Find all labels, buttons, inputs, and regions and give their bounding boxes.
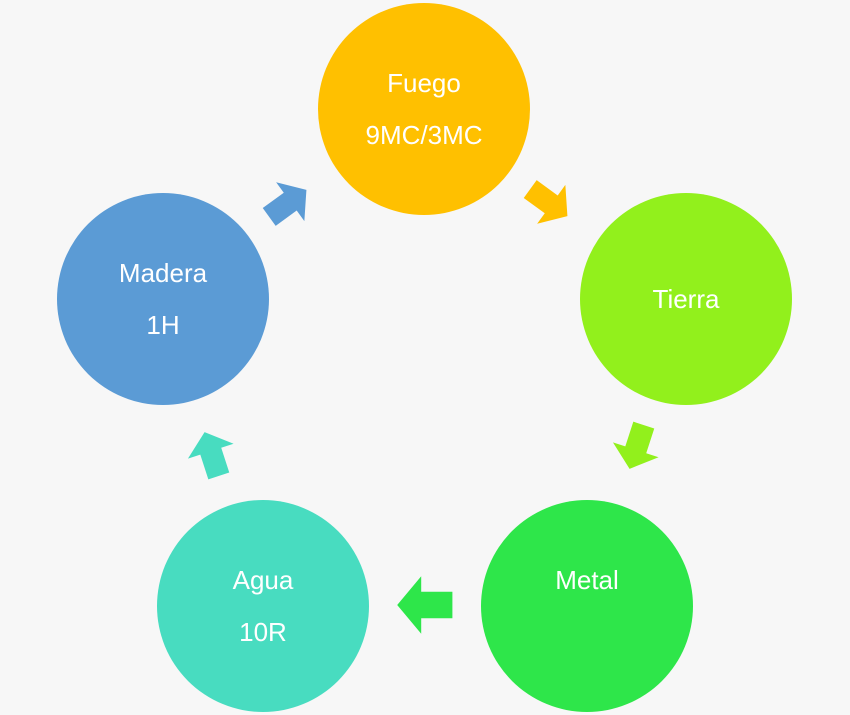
- arrow-agua-to-madera: [187, 432, 234, 480]
- arrow-metal-to-agua: [397, 576, 453, 634]
- node-fuego: Fuego 9MC/3MC: [318, 3, 530, 215]
- node-sublabel: 1H: [146, 310, 180, 340]
- node-label: Agua: [232, 565, 294, 595]
- arrow-icon: [187, 432, 234, 480]
- arrow-icon: [612, 421, 659, 469]
- node-label: Tierra: [652, 284, 720, 314]
- arrow-icon: [397, 576, 453, 634]
- node-label: Madera: [118, 258, 208, 288]
- arrow-fuego-to-tierra: [523, 180, 568, 224]
- node-madera: Madera 1H: [57, 193, 269, 405]
- node-sublabel: 10R: [239, 617, 287, 647]
- arrow-icon: [523, 180, 568, 224]
- arrow-icon: [262, 182, 307, 226]
- node-tierra: Tierra: [580, 193, 792, 405]
- arrow-madera-to-fuego: [262, 182, 307, 226]
- node-label: Fuego: [387, 68, 461, 98]
- arrow-tierra-to-metal: [612, 421, 659, 469]
- node-label: Metal: [555, 565, 619, 595]
- node-agua: Agua 10R: [157, 500, 369, 712]
- node-sublabel: 9MC/3MC: [365, 120, 483, 150]
- node-metal: Metal: [481, 500, 693, 712]
